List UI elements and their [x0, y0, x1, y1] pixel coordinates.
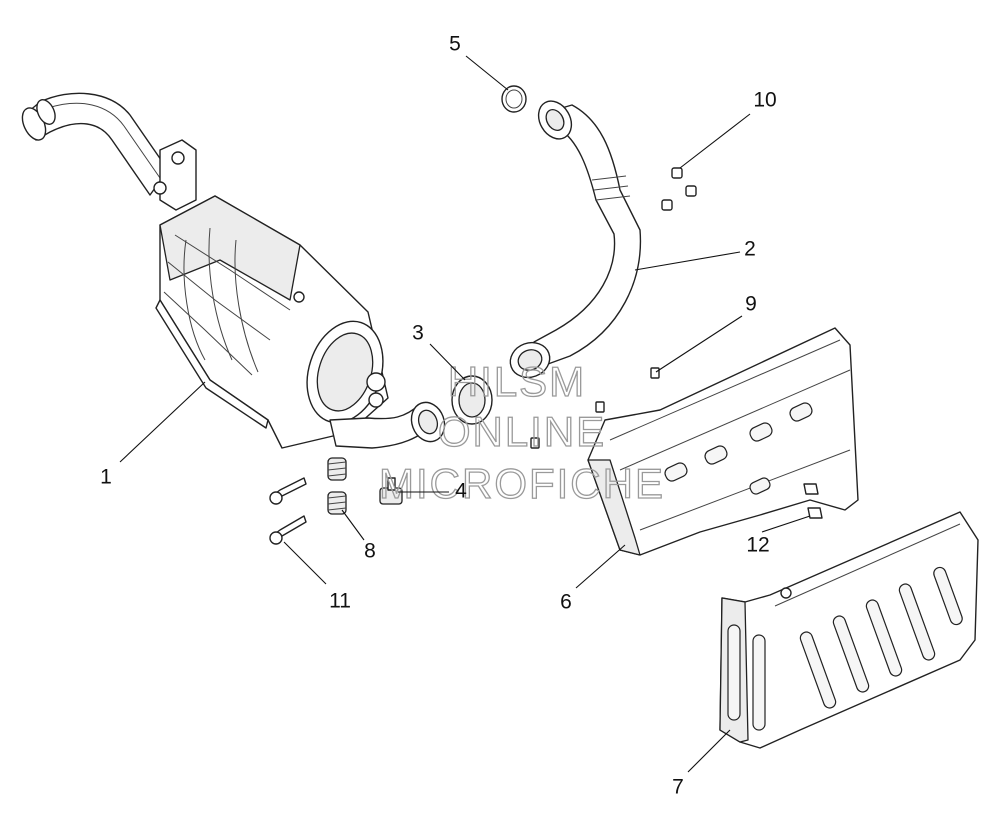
long-bolts — [269, 477, 307, 545]
small-bolts — [530, 367, 660, 449]
nut — [379, 477, 403, 505]
leader-9 — [655, 315, 743, 373]
callout-5: 5 — [449, 33, 461, 56]
leader-10 — [679, 113, 751, 169]
callout-10: 10 — [753, 89, 776, 112]
leader-1 — [119, 381, 206, 463]
upper-heat-shield — [587, 327, 859, 556]
leader-3 — [429, 343, 466, 381]
callout-2: 2 — [744, 238, 756, 261]
callout-6: 6 — [560, 591, 572, 614]
catalytic-converter-assembly — [21, 92, 446, 449]
watermark-line-1: HILSM — [448, 358, 586, 405]
callouts: 1 2 3 4 5 6 7 8 9 10 11 12 — [100, 33, 777, 799]
callout-8: 8 — [364, 540, 376, 563]
callout-4: 4 — [455, 480, 467, 503]
callout-1: 1 — [100, 466, 112, 489]
leader-6 — [575, 544, 626, 589]
callout-12: 12 — [746, 534, 769, 557]
callout-7: 7 — [672, 776, 684, 799]
gasket — [451, 375, 493, 425]
leader-5 — [465, 55, 509, 91]
leader-12 — [761, 515, 811, 533]
lower-heat-shield — [719, 511, 979, 749]
clips — [803, 483, 823, 519]
watermark-line-2: ONLINE — [438, 408, 606, 455]
leader-2 — [634, 251, 741, 271]
watermark-line-3: MICROFICHE — [379, 460, 665, 507]
springs — [327, 457, 347, 515]
leader-11 — [283, 541, 327, 585]
flange-bolts — [661, 167, 697, 211]
seal-ring — [501, 85, 527, 113]
callout-11: 11 — [329, 590, 351, 613]
leader-lines — [119, 55, 811, 773]
leader-8 — [341, 509, 365, 541]
callout-3: 3 — [412, 322, 424, 345]
callout-9: 9 — [745, 293, 757, 316]
intermediate-pipe — [509, 100, 642, 379]
leader-7 — [687, 729, 731, 773]
watermark: HILSM ONLINE MICROFICHE — [378, 357, 665, 507]
